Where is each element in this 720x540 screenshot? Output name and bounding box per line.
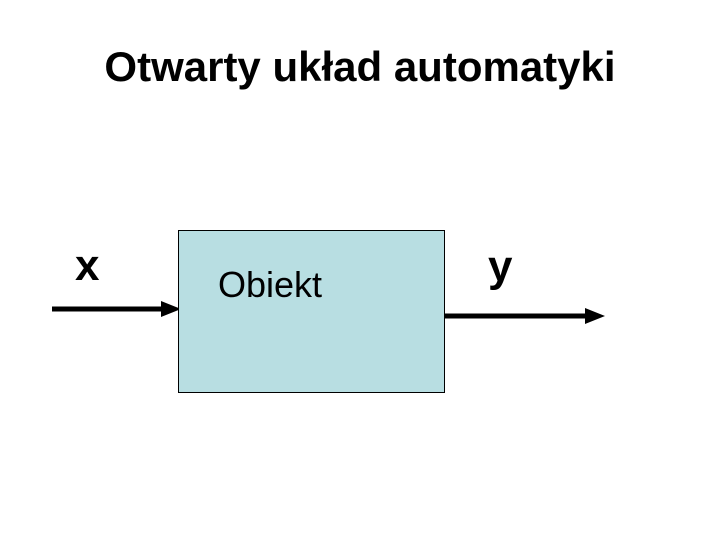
slide-title: Otwarty układ automatyki (104, 43, 616, 90)
output-arrow (445, 308, 605, 324)
input-signal-label: x (75, 241, 100, 290)
output-arrow-head-icon (585, 308, 605, 324)
output-signal-label: y (488, 242, 513, 291)
input-arrow (52, 301, 181, 317)
process-block: Obiekt (178, 230, 445, 393)
process-block-label: Obiekt (218, 264, 323, 305)
